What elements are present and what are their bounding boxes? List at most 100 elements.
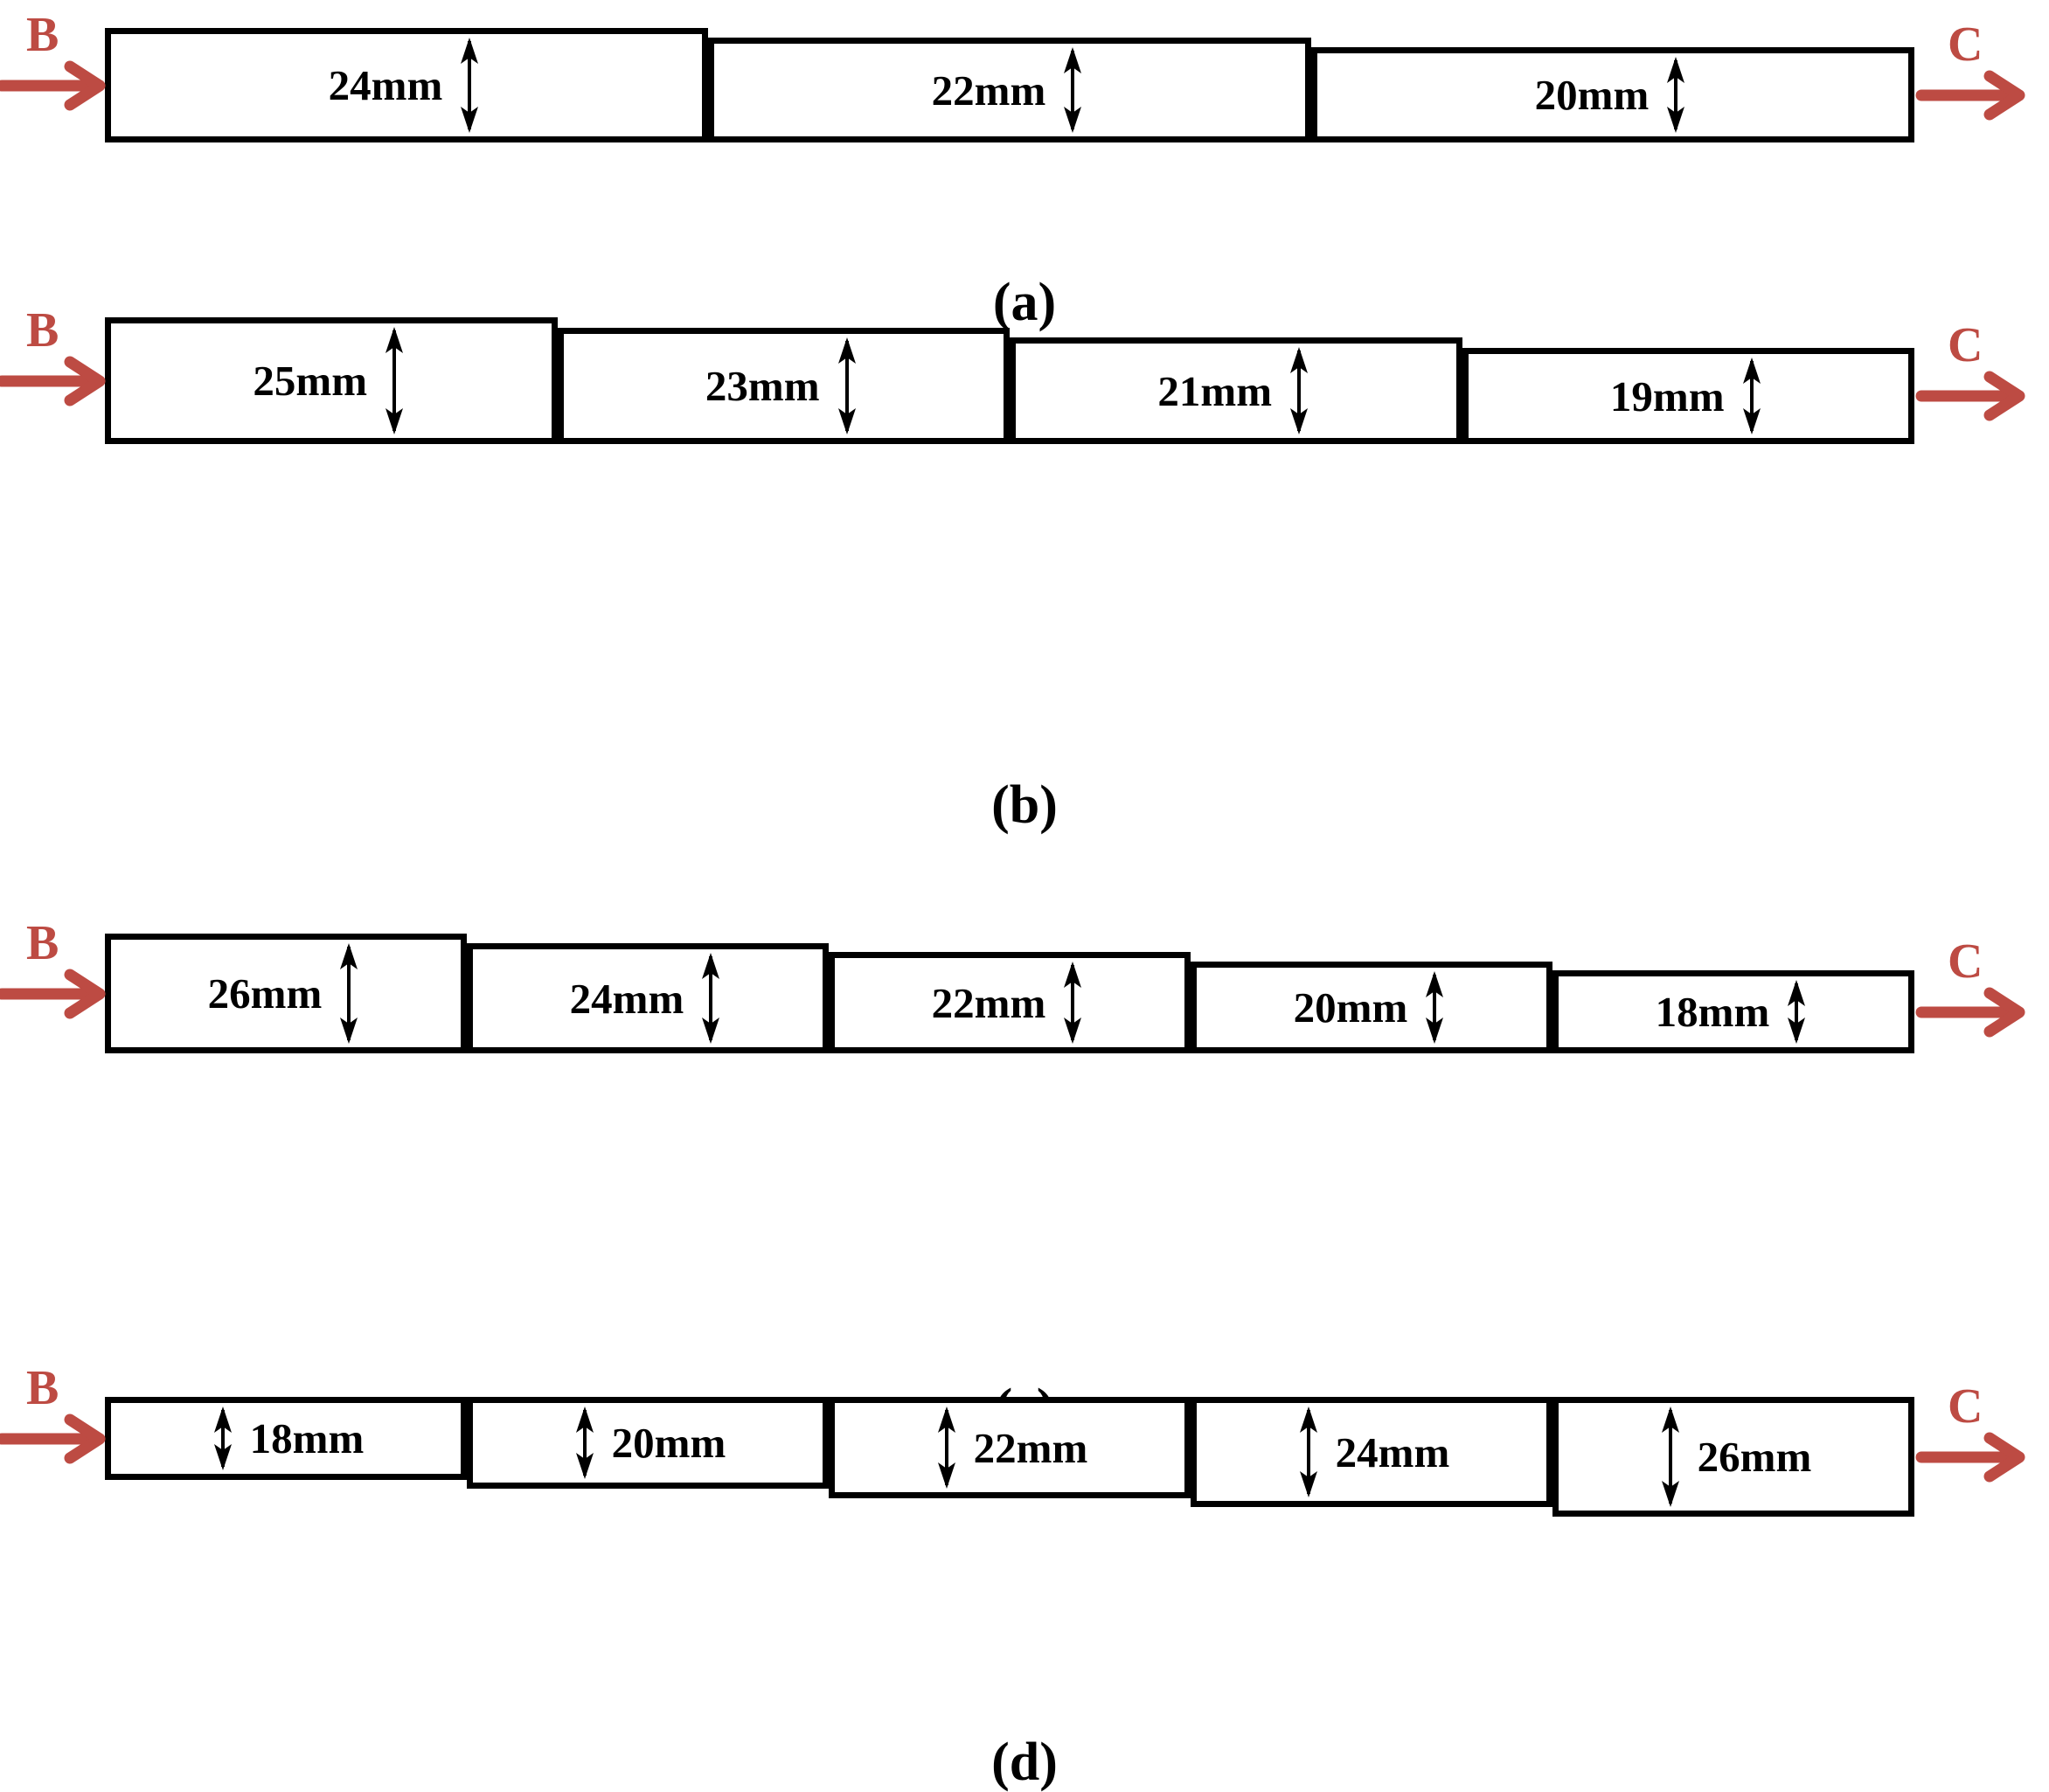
shaft-segment: 25mm xyxy=(105,317,558,444)
load-label-b: B xyxy=(26,915,59,970)
dimension-double-arrow-icon xyxy=(1426,971,1444,1044)
segment-dimension-arrow xyxy=(208,1407,238,1470)
segment-content: 22mm xyxy=(835,958,1184,1047)
shaft-segment: 26mm xyxy=(1552,1397,1914,1517)
dimension-double-arrow-icon xyxy=(702,953,720,1044)
segment-dimension-arrow xyxy=(570,1407,600,1479)
segment-dimension-label: 22mm xyxy=(931,66,1046,115)
shaft-segment: 23mm xyxy=(557,328,1010,444)
load-arrow-c xyxy=(1915,1432,2025,1482)
segment-dimension-arrow xyxy=(1294,1407,1323,1497)
segment-dimension-label: 19mm xyxy=(1609,372,1725,420)
segment-dimension-arrow xyxy=(455,38,484,133)
dimension-double-arrow-icon xyxy=(340,943,358,1044)
load-arrow-out-icon xyxy=(1915,70,2025,120)
load-label-b: B xyxy=(26,1360,59,1415)
load-label-c: C xyxy=(1948,1379,1983,1434)
dimension-double-arrow-icon xyxy=(213,1407,232,1470)
segment-dimension-label: 26mm xyxy=(1697,1433,1812,1481)
segment-dimension-label: 24mm xyxy=(328,61,443,109)
segment-dimension-arrow xyxy=(334,943,364,1044)
segment-dimension-arrow xyxy=(1420,971,1449,1044)
segment-content: 24mm xyxy=(111,34,702,136)
segment-dimension-arrow xyxy=(832,337,862,434)
load-label-c: C xyxy=(1948,318,1983,372)
segment-dimension-label: 18mm xyxy=(1655,988,1770,1036)
segment-dimension-label: 24mm xyxy=(569,974,684,1023)
segment-dimension-arrow xyxy=(1284,347,1314,434)
segment-dimension-label: 26mm xyxy=(207,969,323,1018)
dimension-double-arrow-icon xyxy=(575,1407,594,1479)
load-arrow-c xyxy=(1915,70,2025,120)
shaft-segment: 18mm xyxy=(105,1397,467,1480)
segment-content: 20mm xyxy=(1317,53,1908,136)
segment-content: 21mm xyxy=(1016,344,1456,438)
dimension-double-arrow-icon xyxy=(837,337,856,434)
segment-dimension-label: 22mm xyxy=(973,1423,1088,1472)
segment-content: 25mm xyxy=(111,323,552,438)
load-arrow-b xyxy=(0,356,106,406)
panel-caption: (d) xyxy=(991,1733,1058,1792)
load-label-b: B xyxy=(26,7,59,62)
segment-dimension-arrow xyxy=(1782,980,1811,1044)
shaft-segment: 18mm xyxy=(1552,970,1914,1053)
segment-content: 22mm xyxy=(835,1403,1184,1492)
shaft-segment: 22mm xyxy=(829,952,1191,1053)
shaft-segment: 21mm xyxy=(1010,337,1462,444)
shaft-segment: 19mm xyxy=(1462,348,1914,444)
load-label-b: B xyxy=(26,302,59,358)
dimension-double-arrow-icon xyxy=(385,327,404,434)
segment-dimension-arrow xyxy=(1656,1407,1685,1507)
shaft-segment: 24mm xyxy=(467,943,829,1053)
segment-content: 19mm xyxy=(1469,354,1909,438)
load-label-c: C xyxy=(1948,934,1983,989)
load-arrow-in-icon xyxy=(0,356,106,406)
load-arrow-b xyxy=(0,1413,106,1463)
load-label-c: C xyxy=(1948,17,1983,72)
dimension-double-arrow-icon xyxy=(937,1407,955,1489)
segment-dimension-label: 23mm xyxy=(705,362,820,410)
dimension-double-arrow-icon xyxy=(461,38,479,133)
segment-content: 24mm xyxy=(1197,1403,1546,1501)
shaft-segment: 20mm xyxy=(1311,47,1914,142)
segment-dimension-arrow xyxy=(696,953,726,1044)
dimension-double-arrow-icon xyxy=(1064,962,1082,1044)
segment-dimension-label: 18mm xyxy=(249,1414,365,1462)
panel-caption: (b) xyxy=(991,775,1058,835)
segment-dimension-arrow xyxy=(1661,57,1691,133)
shaft-segment: 20mm xyxy=(467,1397,829,1489)
segment-content: 23mm xyxy=(564,334,1004,438)
segment-content: 22mm xyxy=(714,44,1305,136)
segment-dimension-arrow xyxy=(932,1407,962,1489)
segment-content: 24mm xyxy=(473,949,823,1047)
segment-dimension-label: 20mm xyxy=(1534,71,1650,119)
dimension-double-arrow-icon xyxy=(1788,980,1806,1044)
shaft-segment: 20mm xyxy=(1191,962,1552,1053)
load-arrow-out-icon xyxy=(1915,371,2025,421)
load-arrow-out-icon xyxy=(1915,987,2025,1037)
segment-dimension-arrow xyxy=(379,327,409,434)
segment-dimension-label: 20mm xyxy=(611,1419,726,1467)
dimension-double-arrow-icon xyxy=(1064,47,1082,133)
segment-content: 20mm xyxy=(1197,968,1546,1047)
load-arrow-c xyxy=(1915,987,2025,1037)
segment-dimension-label: 22mm xyxy=(931,978,1046,1027)
segment-content: 18mm xyxy=(1559,976,1908,1047)
load-arrow-in-icon xyxy=(0,1413,106,1463)
load-arrow-b xyxy=(0,969,106,1018)
load-arrow-in-icon xyxy=(0,60,106,110)
segment-content: 20mm xyxy=(473,1403,823,1483)
segment-dimension-label: 25mm xyxy=(253,357,368,405)
dimension-double-arrow-icon xyxy=(1290,347,1309,434)
dimension-double-arrow-icon xyxy=(1667,57,1685,133)
segment-dimension-label: 24mm xyxy=(1335,1427,1450,1476)
dimension-double-arrow-icon xyxy=(1742,358,1761,434)
segment-dimension-label: 20mm xyxy=(1293,983,1408,1031)
shaft-segment: 22mm xyxy=(829,1397,1191,1498)
shaft-segment: 24mm xyxy=(105,28,708,142)
segment-dimension-label: 21mm xyxy=(1157,366,1273,415)
segment-content: 26mm xyxy=(1559,1403,1908,1511)
load-arrow-out-icon xyxy=(1915,1432,2025,1482)
shaft-segment: 22mm xyxy=(708,38,1311,142)
segment-dimension-arrow xyxy=(1058,47,1087,133)
